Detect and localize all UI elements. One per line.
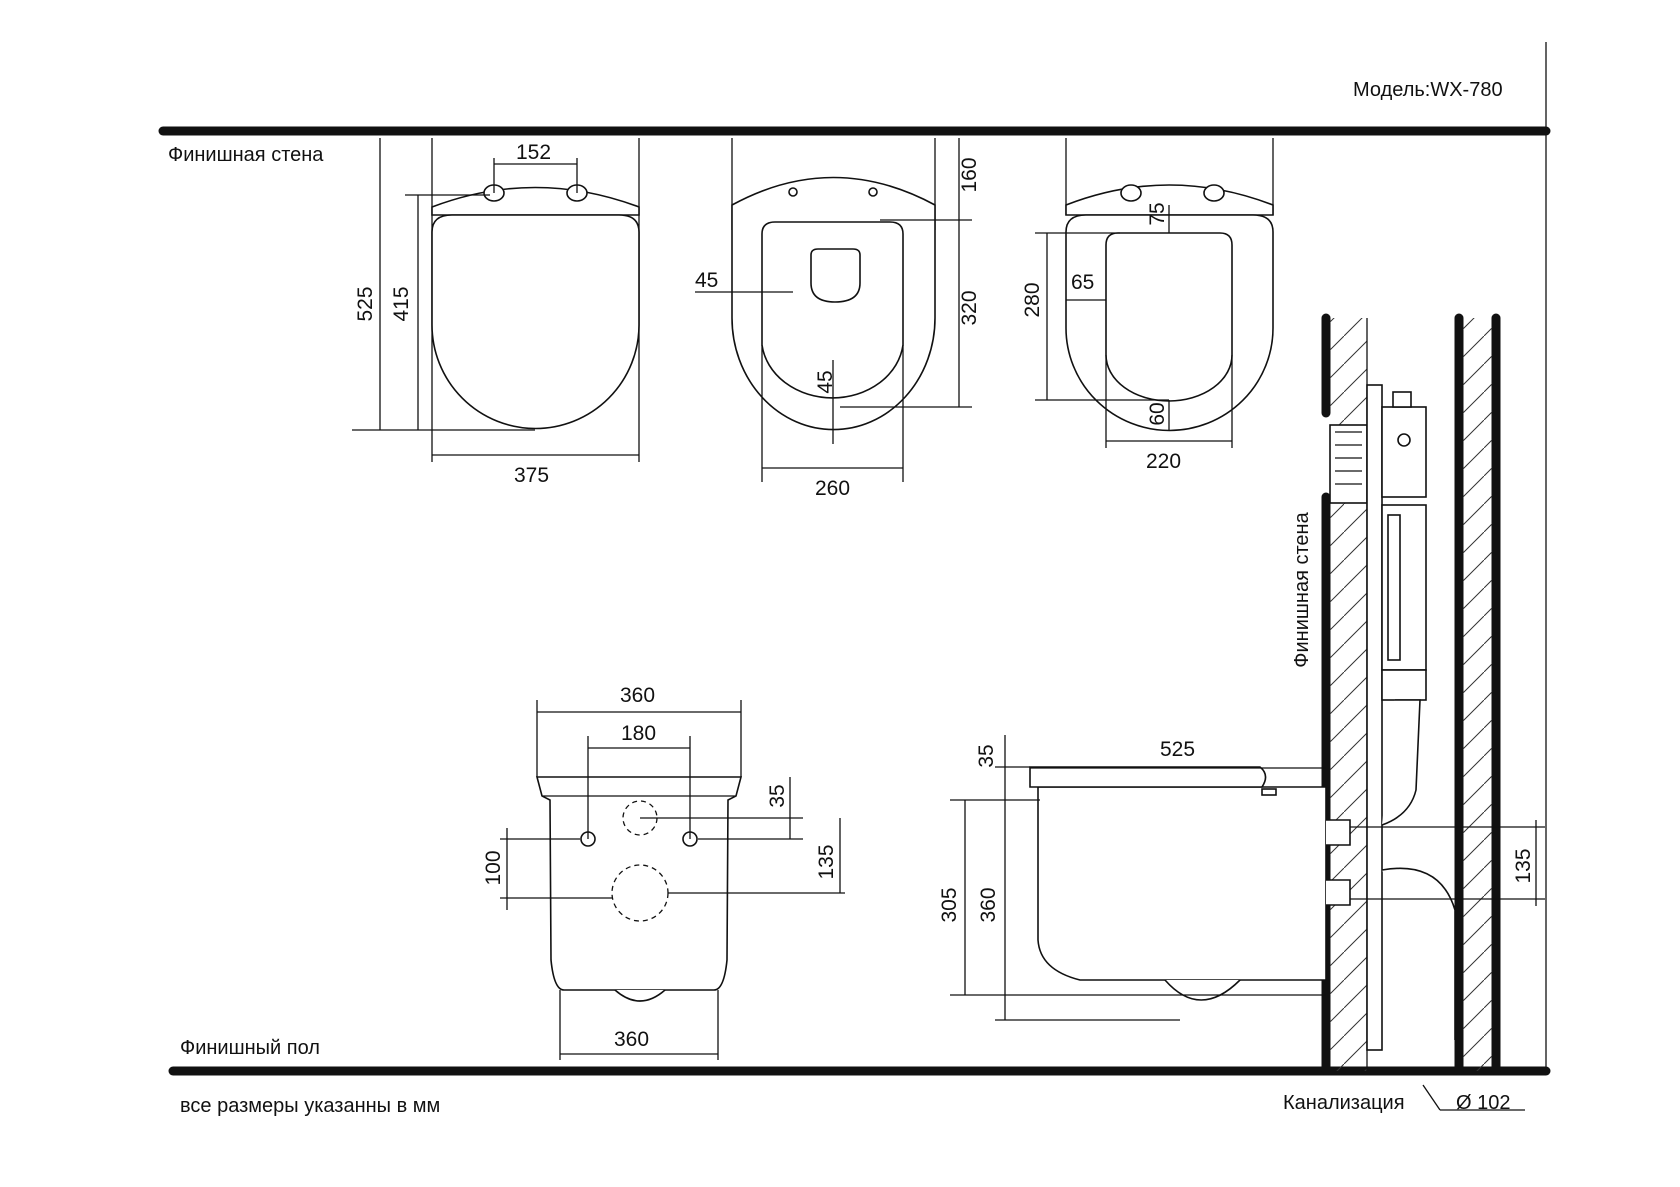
dim-bolts-to-outlet: 100 [482, 850, 505, 885]
dim-side-rim: 65 [1071, 271, 1094, 294]
dim-wall-offset: 160 [958, 157, 981, 192]
pipe-diameter-label: Ø 102 [1456, 1092, 1510, 1114]
sewer-label: Канализация [1283, 1092, 1405, 1114]
model-label: Модель:WX-780 [1353, 79, 1503, 101]
units-note: все размеры указанны в мм [180, 1095, 440, 1117]
dim-top-to-bolts: 35 [766, 784, 789, 807]
dim-width: 375 [514, 464, 549, 487]
finish-wall-side-label: Финишная стена [1291, 511, 1313, 667]
finish-floor-label: Финишный пол [180, 1037, 320, 1059]
dim-height-to-rim: 305 [938, 887, 961, 922]
seat-opening-outline [1105, 232, 1233, 402]
dim-seat-thickness: 35 [975, 744, 998, 767]
seat-side-outline [1029, 766, 1267, 788]
dim-base-width: 360 [614, 1028, 649, 1051]
dim-depth: 525 [1160, 738, 1195, 761]
dim-bolt-spacing: 180 [621, 722, 656, 745]
dim-opening-width: 220 [1146, 450, 1181, 473]
toilet-side-outline [1037, 786, 1327, 981]
side-view: Финишная стена 525 35 [938, 313, 1545, 1114]
dim-outlet-height: 135 [1512, 848, 1535, 883]
drain-outline [810, 248, 861, 303]
dim-hinge-spacing: 152 [516, 141, 551, 164]
dim-front-rim: 60 [1146, 402, 1169, 425]
dim-opening-length: 280 [1021, 282, 1044, 317]
dim-front-rim: 45 [814, 370, 837, 393]
finish-wall-label: Финишная стена [168, 144, 324, 166]
dim-inner-length: 320 [958, 290, 981, 325]
dim-width-top: 360 [620, 684, 655, 707]
top-view-seat-closed: 152 525 415 375 [352, 138, 640, 487]
dim-top-to-outlet: 135 [815, 844, 838, 879]
flush-valve-box [1381, 406, 1427, 498]
dim-inner-width: 260 [815, 477, 850, 500]
rear-view: 360 180 35 135 100 360 [482, 684, 845, 1060]
dim-side-rim: 45 [695, 269, 718, 292]
install-frame [1366, 384, 1383, 1051]
seat-lid-outline [431, 214, 640, 430]
dim-back-rim: 75 [1146, 202, 1169, 225]
rear-body-outline [535, 776, 743, 991]
dim-total-length: 525 [354, 286, 377, 321]
bowl-inner-outline [761, 221, 904, 399]
dim-seat-length: 415 [390, 286, 413, 321]
top-view-seat-ring: 75 280 65 60 220 [1021, 138, 1274, 473]
dim-total-height: 360 [977, 887, 1000, 922]
top-view-bowl: 160 320 45 45 260 [695, 138, 981, 500]
